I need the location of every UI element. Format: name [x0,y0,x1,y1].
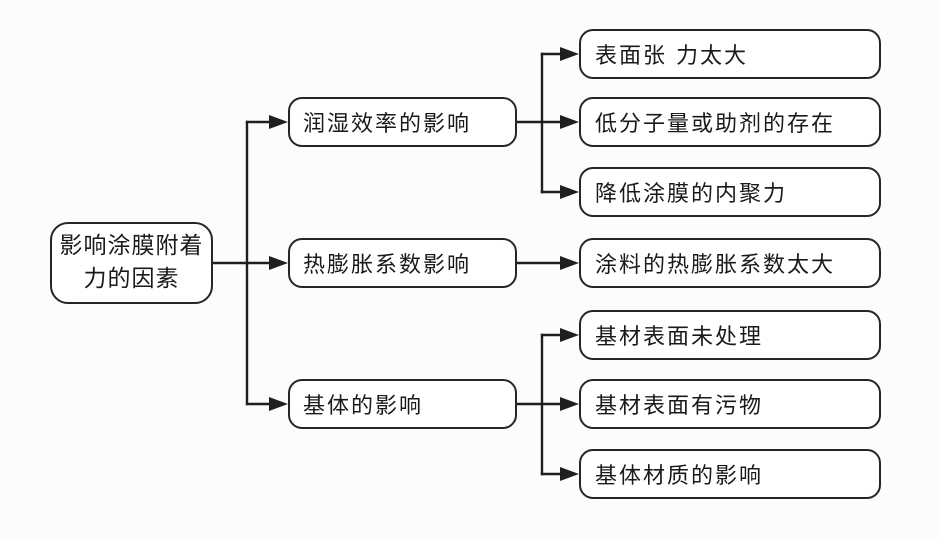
arrow-icon [560,115,579,129]
root-node-label-line1: 影响涂膜附着 [59,233,204,259]
arrow-icon [269,397,288,411]
leaf-node-label: 涂料的热膨胀系数太大 [595,253,836,278]
leaf-node-label: 低分子量或助剂的存在 [595,112,836,137]
root-node-label-line2: 力的因素 [83,266,180,292]
leaf-node-surface-contaminated: 基材表面有污物 [579,379,881,429]
leaf-node-low-molecular-weight: 低分子量或助剂的存在 [579,97,881,147]
leaf-node-label: 基材表面未处理 [595,325,764,350]
branch-node-thermal-expansion: 热膨胀系数影响 [288,238,517,288]
arrow-icon [560,328,579,342]
branch-2-connector [515,256,579,270]
leaf-node-surface-tension: 表面张 力太大 [579,29,881,79]
leaf-node-coating-expansion-too-large: 涂料的热膨胀系数太大 [579,238,881,288]
branch-node-label: 基体的影响 [303,394,424,419]
branch-1-connector [515,47,579,199]
leaf-node-label: 表面张 力太大 [595,44,748,69]
arrow-icon [560,397,579,411]
arrow-icon [560,47,579,61]
arrow-icon [560,185,579,199]
branch-3-connector [515,328,579,481]
leaf-node-label: 基材表面有污物 [595,394,764,419]
leaf-node-surface-untreated: 基材表面未处理 [579,310,881,360]
branch-node-label: 热膨胀系数影响 [303,253,472,278]
root-node: 影响涂膜附着 力的因素 [50,222,213,304]
leaf-node-cohesion-reduction: 降低涂膜的内聚力 [579,167,881,217]
arrow-icon [560,256,579,270]
leaf-node-label: 降低涂膜的内聚力 [595,182,788,207]
arrow-icon [269,115,288,129]
arrow-icon [560,467,579,481]
branch-node-label: 润湿效率的影响 [303,112,472,137]
trunk-connector [211,115,288,411]
branch-node-substrate: 基体的影响 [288,379,517,429]
branch-node-wetting: 润湿效率的影响 [288,97,517,147]
leaf-node-label: 基体材质的影响 [595,464,764,489]
arrow-icon [269,256,288,270]
leaf-node-substrate-material: 基体材质的影响 [579,449,881,499]
